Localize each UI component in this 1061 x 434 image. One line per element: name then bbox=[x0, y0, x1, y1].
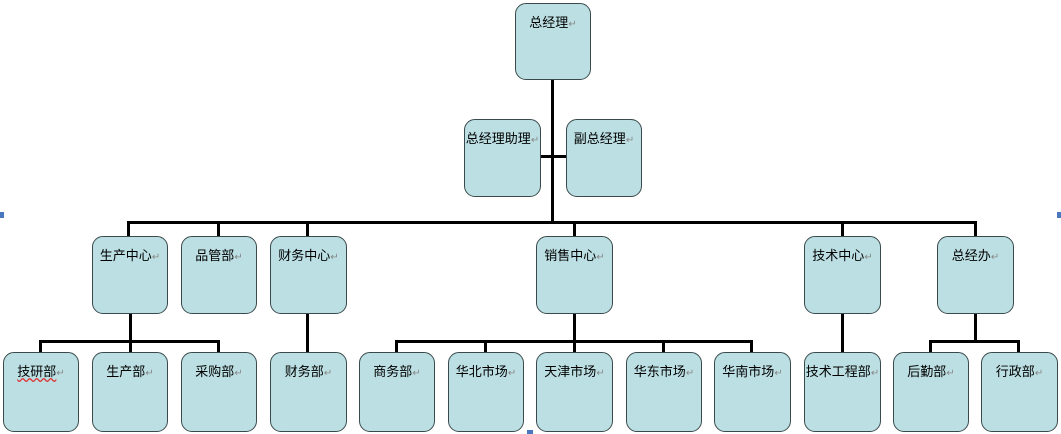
connector bbox=[395, 340, 398, 352]
return-mark: ↵ bbox=[330, 252, 339, 263]
node-level3[interactable]: 技研部↵ bbox=[3, 352, 79, 432]
return-mark: ↵ bbox=[234, 368, 243, 379]
connector bbox=[217, 221, 220, 236]
connector bbox=[540, 155, 566, 158]
connector bbox=[127, 221, 130, 236]
return-mark: ↵ bbox=[323, 368, 333, 379]
node-level2[interactable]: 品管部↵ bbox=[181, 236, 257, 314]
node-label: 华东市场 bbox=[633, 365, 686, 380]
node-level3[interactable]: 后勤部↵ bbox=[893, 352, 969, 432]
node-level3[interactable]: 财务部↵ bbox=[270, 352, 347, 432]
node-level2[interactable]: 财务中心↵ bbox=[270, 236, 347, 314]
connector bbox=[929, 340, 1020, 343]
node-level2[interactable]: 总经办↵ bbox=[937, 236, 1014, 314]
connector bbox=[306, 221, 309, 236]
node-label: 总经理助理 bbox=[465, 132, 531, 147]
node-level3[interactable]: 华北市场↵ bbox=[448, 352, 524, 432]
connector bbox=[484, 340, 487, 352]
node-general-manager[interactable]: 总经理↵ bbox=[515, 3, 591, 80]
node-level3[interactable]: 华东市场↵ bbox=[626, 352, 702, 432]
return-mark: ↵ bbox=[625, 135, 635, 146]
connector bbox=[841, 313, 844, 352]
node-level3[interactable]: 采购部↵ bbox=[181, 352, 257, 432]
resize-handle-bottom[interactable] bbox=[527, 430, 533, 434]
return-mark: ↵ bbox=[530, 135, 540, 146]
connector bbox=[974, 221, 977, 236]
connector bbox=[1017, 340, 1020, 352]
node-label: 采购部 bbox=[195, 365, 235, 380]
node-label: 行政部 bbox=[995, 365, 1035, 380]
connector bbox=[929, 340, 932, 352]
node-label: 技研部 bbox=[17, 365, 57, 380]
return-mark: ↵ bbox=[234, 252, 243, 263]
node-gm-assistant[interactable]: 总经理助理↵ bbox=[464, 119, 541, 197]
node-deputy-gm[interactable]: 副总经理↵ bbox=[566, 119, 642, 197]
return-mark: ↵ bbox=[990, 252, 1000, 263]
connector bbox=[306, 313, 309, 352]
return-mark: ↵ bbox=[870, 368, 880, 379]
node-label: 销售中心 bbox=[544, 249, 597, 264]
connector bbox=[573, 313, 576, 341]
connector bbox=[841, 221, 844, 236]
connector bbox=[974, 313, 977, 341]
node-label: 天津市场 bbox=[544, 365, 597, 380]
node-level3[interactable]: 生产部↵ bbox=[92, 352, 168, 432]
connector bbox=[127, 221, 977, 224]
node-level3[interactable]: 天津市场↵ bbox=[536, 352, 613, 432]
connector bbox=[129, 313, 132, 341]
return-mark: ↵ bbox=[151, 252, 161, 263]
node-label: 副总经理 bbox=[573, 132, 626, 147]
return-mark: ↵ bbox=[774, 368, 783, 379]
return-mark: ↵ bbox=[507, 368, 517, 379]
node-label: 生产中心 bbox=[99, 249, 152, 264]
node-label: 华南市场 bbox=[722, 365, 775, 380]
return-mark: ↵ bbox=[145, 368, 154, 379]
node-level3[interactable]: 行政部↵ bbox=[981, 352, 1058, 432]
node-label: 财务中心 bbox=[278, 249, 331, 264]
node-label: 总经理 bbox=[529, 16, 569, 31]
resize-handle-right[interactable] bbox=[1057, 212, 1061, 218]
node-label: 品管部 bbox=[195, 249, 235, 264]
return-mark: ↵ bbox=[596, 368, 605, 379]
resize-handle-left[interactable] bbox=[0, 212, 4, 218]
return-mark: ↵ bbox=[1034, 368, 1044, 379]
return-mark: ↵ bbox=[596, 252, 605, 263]
connector bbox=[573, 340, 576, 352]
connector bbox=[39, 340, 42, 352]
node-level3[interactable]: 华南市场↵ bbox=[714, 352, 791, 432]
connector bbox=[750, 340, 753, 352]
node-label: 财务部 bbox=[284, 365, 324, 380]
node-level2[interactable]: 销售中心↵ bbox=[536, 236, 613, 314]
connector bbox=[129, 340, 132, 352]
node-label: 后勤部 bbox=[907, 365, 947, 380]
node-level2[interactable]: 技术中心↵ bbox=[804, 236, 881, 314]
node-label: 生产部 bbox=[106, 365, 146, 380]
return-mark: ↵ bbox=[946, 368, 955, 379]
return-mark: ↵ bbox=[56, 368, 65, 379]
return-mark: ↵ bbox=[568, 19, 577, 30]
node-label: 华北市场 bbox=[455, 365, 508, 380]
node-level2[interactable]: 生产中心↵ bbox=[92, 236, 168, 314]
node-level3[interactable]: 商务部↵ bbox=[359, 352, 435, 432]
return-mark: ↵ bbox=[864, 252, 873, 263]
node-label: 技术中心 bbox=[812, 249, 865, 264]
connector bbox=[217, 340, 220, 352]
connector bbox=[551, 79, 554, 224]
node-label: 技术工程部 bbox=[805, 365, 871, 380]
connector bbox=[662, 340, 665, 352]
node-label: 总经办 bbox=[951, 249, 991, 264]
return-mark: ↵ bbox=[412, 368, 421, 379]
node-label: 商务部 bbox=[373, 365, 413, 380]
return-mark: ↵ bbox=[685, 368, 695, 379]
node-level3[interactable]: 技术工程部↵ bbox=[804, 352, 881, 432]
connector bbox=[573, 221, 576, 236]
